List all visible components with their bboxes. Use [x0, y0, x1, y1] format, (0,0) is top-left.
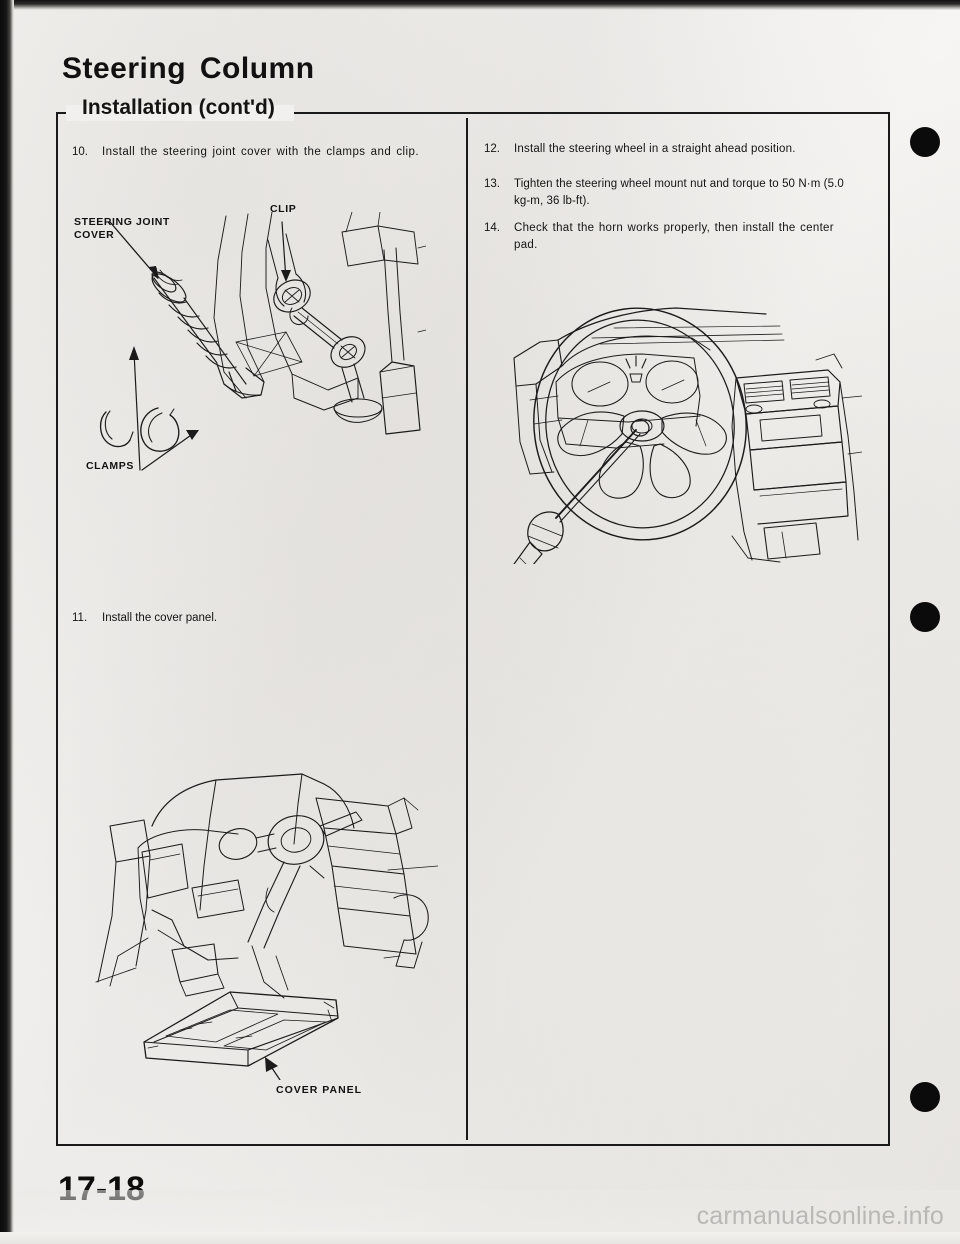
step-10: 10. Install the steering joint cover wit…: [72, 144, 454, 161]
step-12: 12. Install the steering wheel in a stra…: [484, 141, 844, 158]
punch-hole-bottom: [910, 1082, 940, 1112]
step-10-number: 10.: [72, 146, 88, 158]
label-clamps: CLAMPS: [86, 460, 134, 472]
step-11-number: 11.: [72, 612, 88, 624]
label-cover-panel: COVER PANEL: [276, 1084, 363, 1096]
step-14-text: Check that the horn works properly, then…: [514, 222, 834, 251]
step-13-number: 13.: [484, 178, 500, 190]
step-13: 13. Tighten the steering wheel mount nut…: [484, 176, 844, 210]
scan-edge-top: [0, 0, 960, 10]
figure-steering-wheel: [496, 296, 862, 564]
punch-hole-middle: [910, 602, 940, 632]
step-12-number: 12.: [484, 143, 500, 155]
page-title: Steering Column: [62, 52, 315, 85]
label-steering-joint-cover: STEERING JOINT COVER: [74, 216, 170, 241]
section-heading: Installation (cont'd): [82, 96, 275, 119]
column-divider: [466, 118, 468, 1140]
step-14: 14. Check that the horn works properly, …: [484, 220, 844, 254]
step-11-text: Install the cover panel.: [102, 612, 218, 624]
scan-edge-bottom: [0, 1232, 960, 1244]
punch-hole-top: [910, 127, 940, 157]
step-11: 11. Install the cover panel.: [72, 610, 402, 627]
figure-cover-panel: [88, 770, 438, 1080]
step-13-text: Tighten the steering wheel mount nut and…: [514, 178, 844, 207]
content-frame: [56, 112, 890, 1146]
figure-steering-joint-cover: [96, 212, 426, 482]
label-clip: CLIP: [270, 203, 297, 215]
step-12-text: Install the steering wheel in a straight…: [514, 143, 796, 155]
page-number: 17-18: [58, 1170, 145, 1208]
step-10-text: Install the steering joint cover with th…: [102, 146, 420, 158]
site-watermark: carmanualsonline.info: [696, 1202, 944, 1230]
step-14-number: 14.: [484, 222, 500, 234]
scan-edge-left: [0, 0, 14, 1244]
